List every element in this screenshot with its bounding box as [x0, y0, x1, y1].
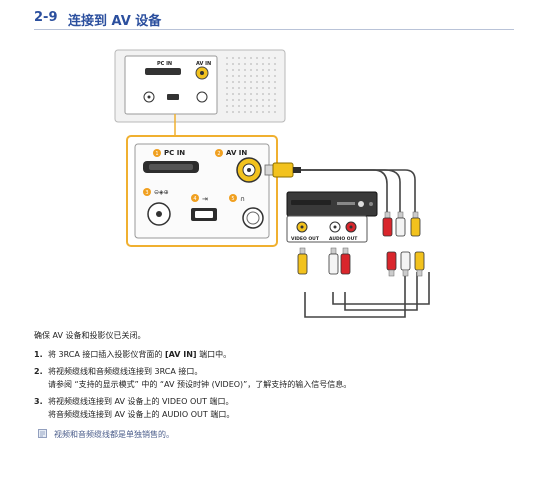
- cables: [301, 169, 430, 318]
- svg-text:5: 5: [231, 196, 234, 202]
- note-text: 视频和音频缆线都是单独销售的。: [54, 430, 174, 439]
- intro-text: 确保 AV 设备和投影仪已关闭。: [34, 331, 146, 340]
- section-number: 2-9: [34, 10, 58, 25]
- panel-pc-in-label: PC IN: [164, 149, 185, 157]
- zoomed-input-panel: 1 PC IN 2 AV IN 3 ⊖◈⊕ 4 ⇥ 5 ∩: [126, 135, 278, 247]
- step-2-line-1: 2. 将视频缆线和音频缆线连接到 3RCA 接口。: [34, 366, 202, 377]
- badge-4: [191, 194, 199, 202]
- section-title: 连接到 AV 设备: [68, 14, 162, 29]
- step-1: 1. 将 3RCA 接口插入投影仪背面的 [AV IN] 端口中。: [34, 349, 231, 360]
- svg-text:3: 3: [145, 190, 148, 196]
- svg-text:⊖◈⊕: ⊖◈⊕: [154, 189, 169, 196]
- step-3-number: 3.: [34, 397, 43, 406]
- rca-plugs-upper: [382, 211, 421, 237]
- usb-icon: ⇥: [202, 195, 208, 203]
- badge-1: [153, 149, 161, 157]
- badge-2: [215, 149, 223, 157]
- step-3-line-1: 3. 将视频缆线连接到 AV 设备上的 VIDEO OUT 端口。: [34, 396, 234, 407]
- projector-av-in-label: AV IN: [196, 61, 211, 67]
- step-3-line-2: 将音频缆线连接到 AV 设备上的 AUDIO OUT 端口。: [48, 410, 235, 419]
- rca-plugs-device: [297, 247, 351, 275]
- note-icon: [38, 429, 47, 438]
- audio-out-label: AUDIO OUT: [329, 236, 358, 242]
- header-rule: [34, 29, 514, 30]
- svg-text:1: 1: [155, 151, 158, 157]
- step-1-number: 1.: [34, 350, 43, 359]
- section-header: 2-9 连接到 AV 设备: [34, 10, 514, 30]
- badge-5: [229, 194, 237, 202]
- step-3-text: 将视频缆线连接到 AV 设备上的 VIDEO OUT 端口。: [48, 397, 234, 406]
- step-1-text-before: 将 3RCA 接口插入投影仪背面的: [48, 350, 165, 359]
- step-1-text-after: 端口中。: [196, 350, 232, 359]
- projector-pc-in-label: PC IN: [157, 61, 172, 67]
- headphone-icon: ∩: [240, 195, 245, 203]
- panel-av-in-label: AV IN: [226, 149, 247, 157]
- rca-plugs-lower: [386, 251, 425, 277]
- step-2-number: 2.: [34, 367, 43, 376]
- connection-diagram: PC IN AV IN 1 PC IN 2 AV IN 3 ⊖◈⊕ 4 ⇥: [114, 49, 430, 318]
- svg-text:2: 2: [217, 151, 220, 157]
- video-out-label: VIDEO OUT: [291, 236, 320, 242]
- av-in-plug: [264, 162, 301, 178]
- svg-text:4: 4: [193, 196, 196, 202]
- step-1-port-label: [AV IN]: [164, 350, 197, 359]
- vent-grille: [226, 57, 276, 113]
- step-2-text: 将视频缆线和音频缆线连接到 3RCA 接口。: [48, 367, 203, 376]
- av-device: VIDEO OUT AUDIO OUT: [286, 191, 378, 243]
- badge-3: [143, 188, 151, 196]
- projector-rear: PC IN AV IN: [114, 49, 286, 123]
- step-2-line-2: 请参阅 “支持的显示模式” 中的 “AV 预设时钟 (VIDEO)”，了解支持的…: [48, 380, 352, 389]
